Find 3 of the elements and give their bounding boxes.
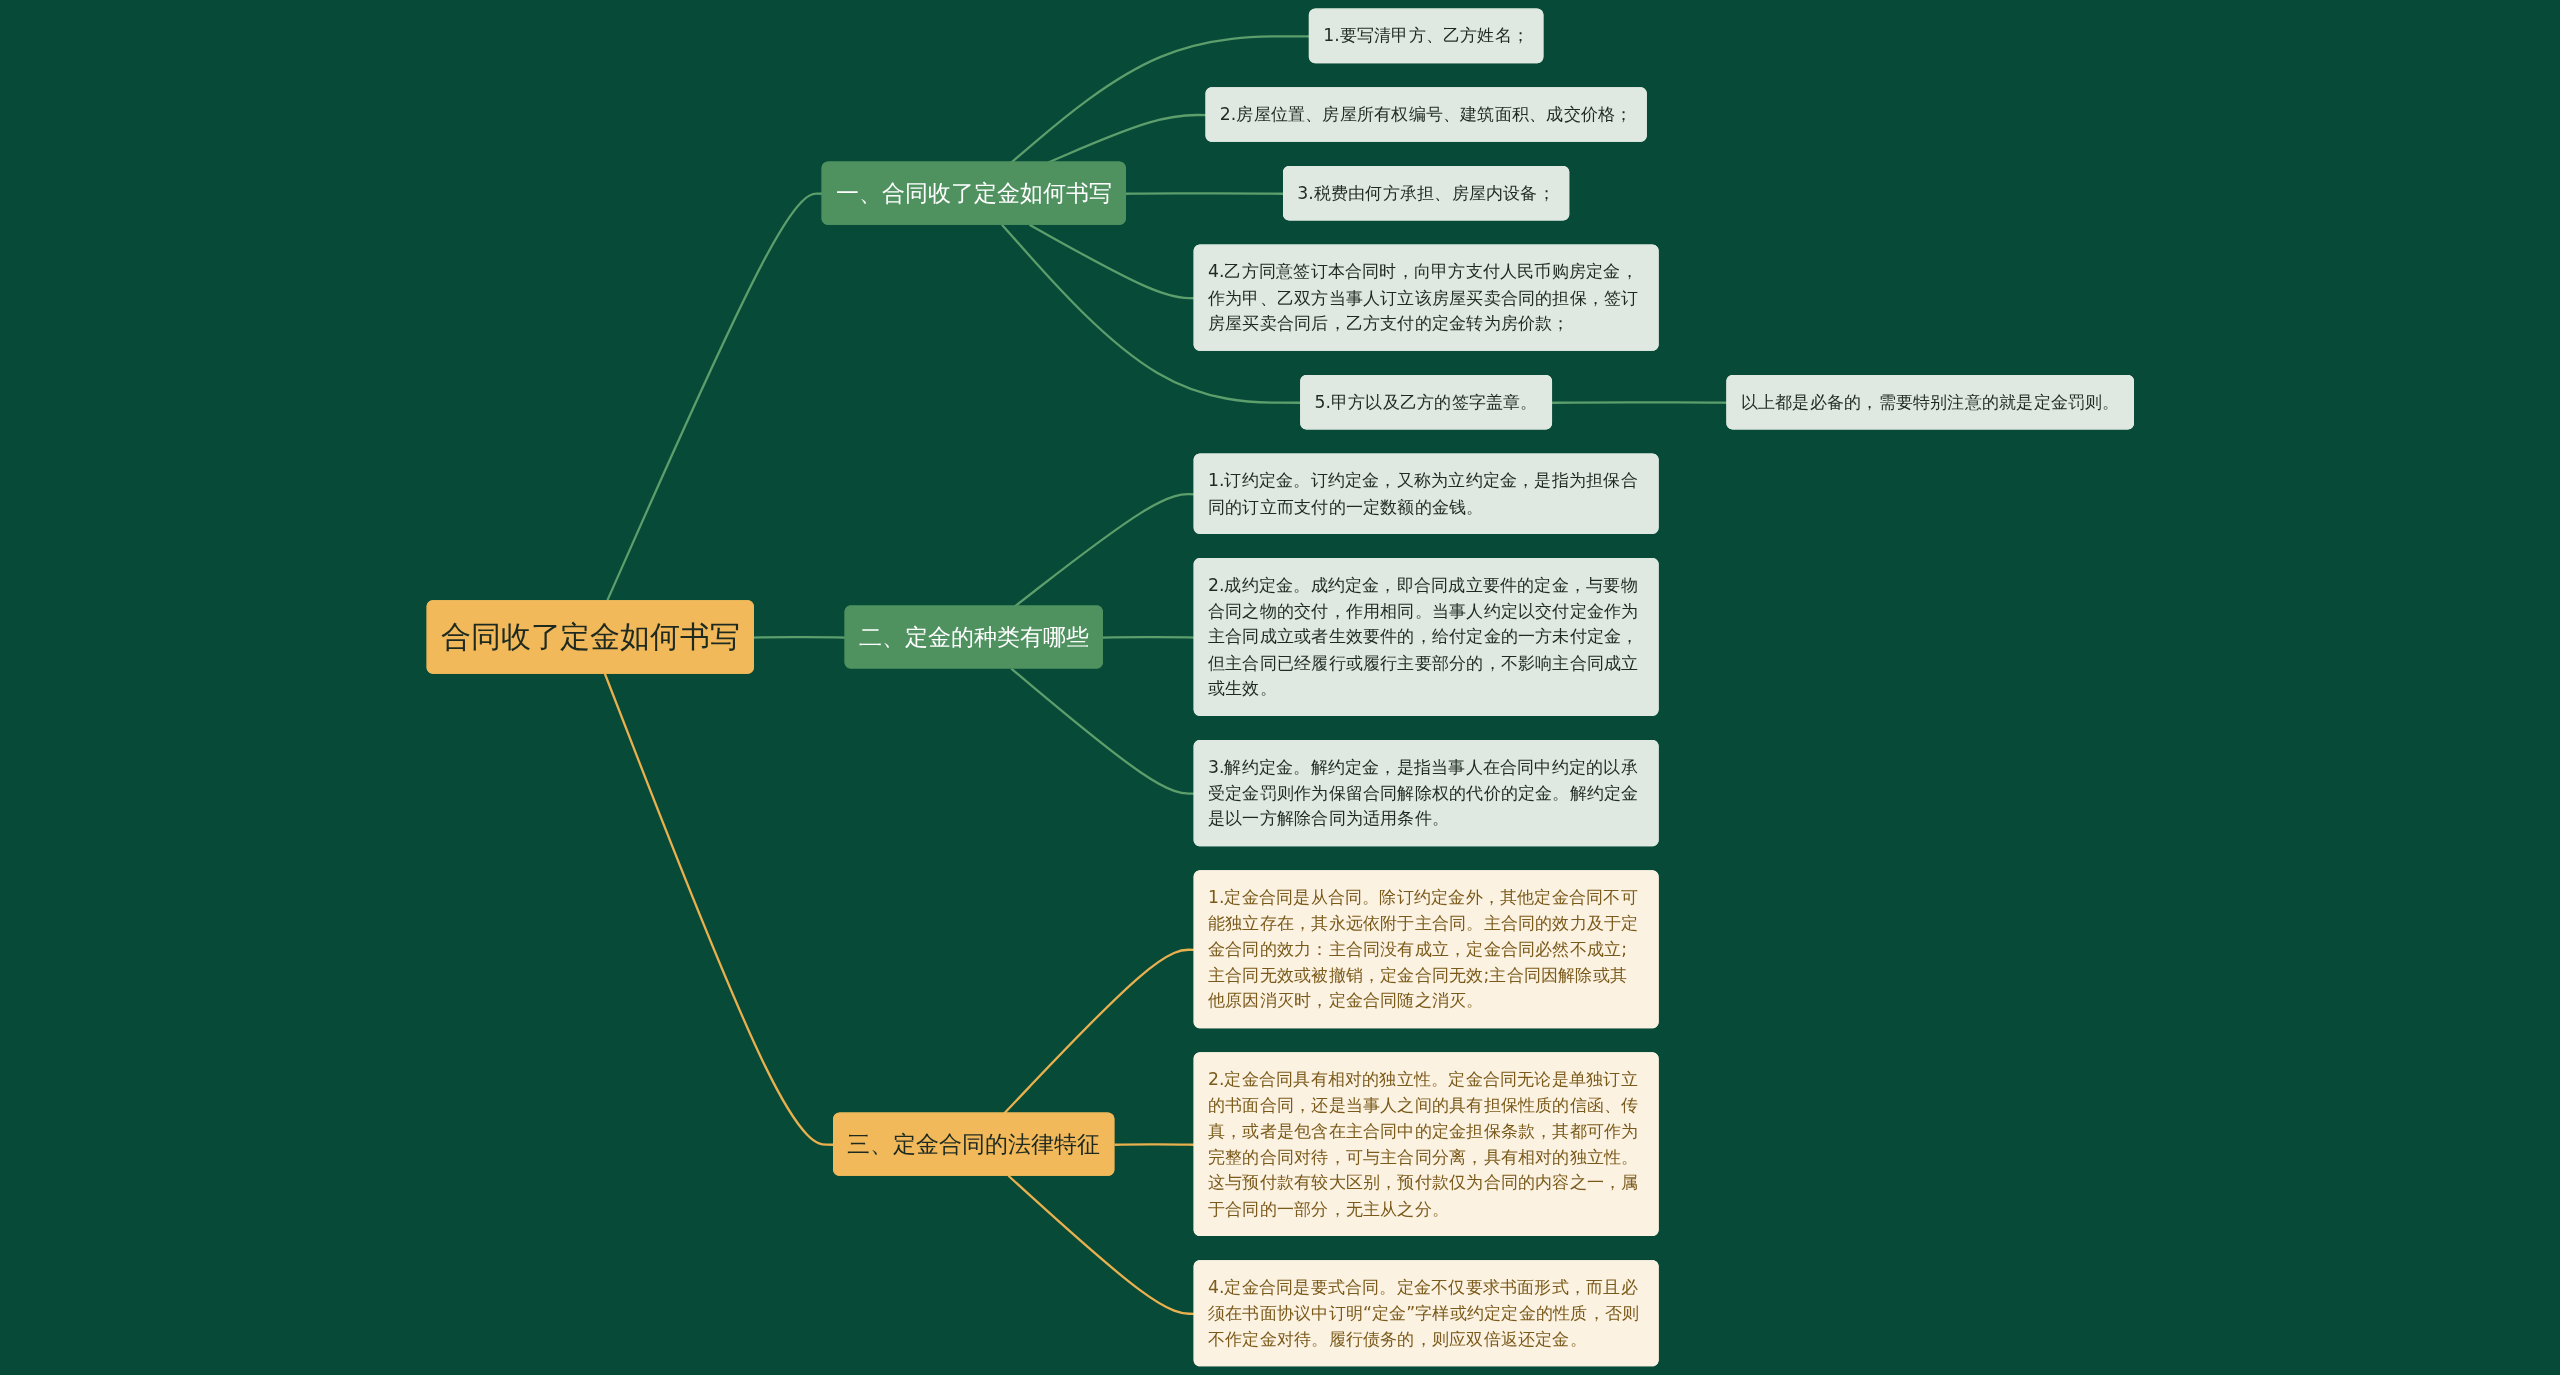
connector bbox=[603, 673, 834, 1146]
connector bbox=[1125, 192, 1284, 195]
connector bbox=[1009, 35, 1310, 164]
